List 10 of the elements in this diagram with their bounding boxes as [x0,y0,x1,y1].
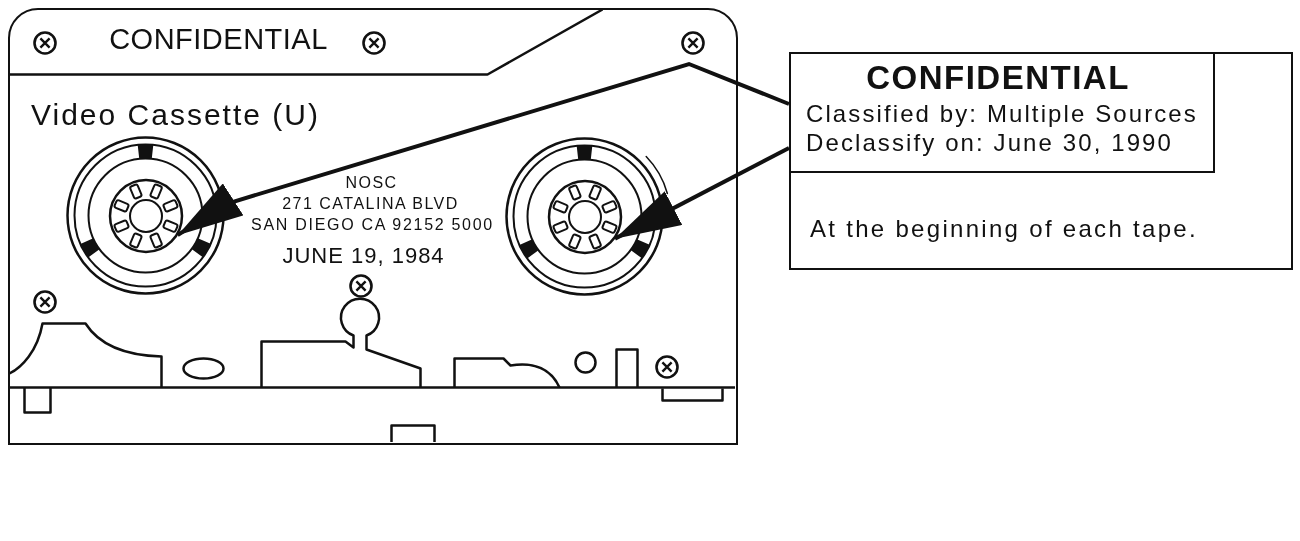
title-text: Video Cassette (U) [31,97,320,130]
classification-text: Classified by: Multiple Sources [806,100,1198,128]
address-text: NOSC [345,173,398,192]
date-text: JUNE 19, 1984 [282,243,445,268]
address-text: SAN DIEGO CA 92152 5000 [251,215,494,234]
address-text: 271 CATALINA BLVD [282,194,459,213]
classification-heading: CONFIDENTIAL [866,59,1130,97]
note-text: At the beginning of each tape. [810,215,1198,243]
classification-text: Declassify on: June 30, 1990 [806,129,1173,157]
classification-label: CONFIDENTIAL [109,23,328,56]
